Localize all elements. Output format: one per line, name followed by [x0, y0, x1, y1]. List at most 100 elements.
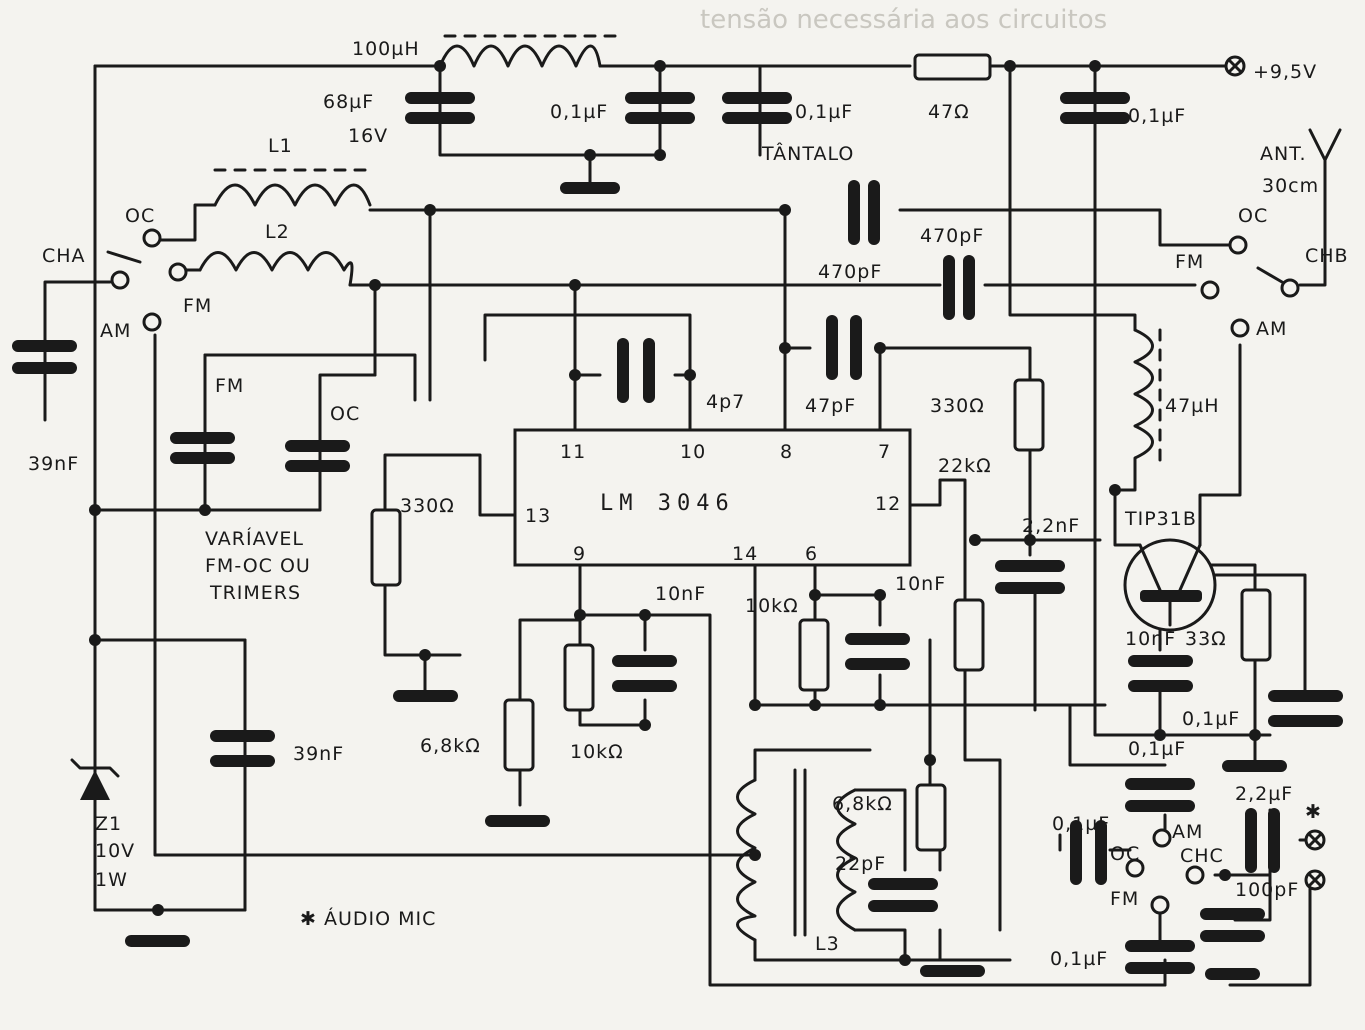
- label-33-ohm: 33Ω: [1185, 628, 1227, 650]
- label-cha-oc: OC: [125, 205, 155, 227]
- switch-chb-am[interactable]: [1230, 318, 1250, 338]
- label-ic-name: LM 3046: [600, 491, 735, 516]
- capacitor-2-2uf: [1245, 808, 1257, 873]
- label-z1: Z1: [95, 813, 122, 835]
- label-16v: 16V: [348, 125, 388, 147]
- resistor-6k8-b: [915, 783, 947, 852]
- label-variavel-1: VARÍAVEL: [205, 527, 304, 550]
- ic-pin-7: 7: [878, 441, 891, 463]
- resistor-330-ohm-a: [1013, 378, 1045, 452]
- label-10nf-a: 10nF: [655, 583, 706, 605]
- trimmer-oc: [285, 440, 350, 452]
- capacitor-470pf-a: [848, 180, 860, 245]
- capacitor-100pf: [1200, 908, 1265, 920]
- label-0-1uf-f: 0,1µF: [1052, 813, 1110, 835]
- label-68uf: 68µF: [323, 91, 374, 113]
- switch-cha-oc[interactable]: [142, 228, 162, 248]
- label-chb-oc: OC: [1238, 205, 1268, 227]
- label-470pf-b: 470pF: [920, 225, 984, 247]
- ground-symbol: [560, 182, 620, 194]
- label-chc-am: AM: [1172, 821, 1203, 843]
- switch-chc-fm[interactable]: [1150, 895, 1170, 915]
- label-trimmer-fm: FM: [215, 375, 244, 397]
- capacitor-22pf: [868, 878, 938, 890]
- bleed-text: tensão necessária aos circuitos: [700, 5, 1107, 35]
- switch-cha-fm[interactable]: [168, 262, 188, 282]
- switch-chc-oc[interactable]: [1125, 858, 1145, 878]
- capacitor-0-1uf-supply: [1060, 92, 1130, 104]
- label-l1: L1: [268, 135, 293, 157]
- label-chb-fm: FM: [1175, 251, 1204, 273]
- label-10nf-c: 10nF: [1125, 628, 1176, 650]
- zener-diode-z1: [70, 758, 120, 800]
- inductor-47uh: [1133, 328, 1154, 462]
- resistor-22k: [953, 598, 985, 672]
- inductor-l1: [213, 183, 372, 207]
- label-47-ohm: 47Ω: [928, 101, 970, 123]
- ic-pin-14: 14: [732, 543, 758, 565]
- capacitor-470pf-b: [943, 255, 955, 320]
- ic-pin-10: 10: [680, 441, 706, 463]
- label-47uh: 47µH: [1165, 395, 1220, 417]
- switch-chb-oc[interactable]: [1228, 235, 1248, 255]
- label-cha: CHA: [42, 245, 86, 267]
- trimmer-fm: [170, 432, 235, 444]
- label-l3: L3: [815, 933, 840, 955]
- ic-pin-8: 8: [780, 441, 793, 463]
- inductor-l3-secondary: [836, 788, 857, 932]
- label-z1-power: 1W: [95, 869, 128, 891]
- label-ant-length: 30cm: [1262, 175, 1319, 197]
- label-l2: L2: [265, 221, 290, 243]
- capacitor-4p7: [617, 338, 629, 403]
- switch-terminals: [106, 55, 1326, 915]
- capacitor-10nf-c: [1128, 655, 1193, 667]
- resistor-330-ohm-b: [370, 508, 402, 587]
- capacitor-0-1uf-d: [1268, 690, 1343, 702]
- switch-cha-am[interactable]: [142, 312, 162, 332]
- capacitor-2-2nf: [995, 560, 1065, 572]
- labels: 100µH 68µF 16V 0,1µF 0,1µF TÂNTALO 47Ω 0…: [28, 38, 1349, 970]
- label-2-2nf: 2,2nF: [1022, 515, 1080, 537]
- transistor-tip31b: [1123, 538, 1217, 632]
- label-tantalo: TÂNTALO: [761, 142, 854, 165]
- label-ant: ANT.: [1260, 143, 1307, 165]
- capacitor-39nf-b: [210, 730, 275, 742]
- capacitor-10nf-a: [612, 655, 677, 667]
- label-6k8-b: 6,8kΩ: [832, 793, 893, 815]
- switch-chb-fm[interactable]: [1200, 280, 1220, 300]
- label-0-1uf-d: 0,1µF: [1182, 708, 1240, 730]
- switch-chc-am[interactable]: [1152, 828, 1172, 848]
- capacitor-47pf: [826, 315, 838, 380]
- capacitor-68uf: [405, 92, 475, 104]
- ic-pin-13: 13: [525, 505, 551, 527]
- ic-pin-11: 11: [560, 441, 586, 463]
- label-supply: +9,5V: [1253, 61, 1317, 83]
- label-22k: 22kΩ: [938, 455, 992, 477]
- label-10k-b: 10kΩ: [745, 595, 799, 617]
- capacitor-0-1uf-tantalo: [722, 92, 792, 104]
- capacitor-0-1uf-a: [625, 92, 695, 104]
- switch-chc-common[interactable]: [1185, 865, 1205, 885]
- label-cha-fm: FM: [183, 295, 212, 317]
- switch-chb-common[interactable]: [1280, 278, 1300, 298]
- inductor-l3-primary: [736, 778, 757, 942]
- label-audio-star: ✱: [1305, 801, 1322, 823]
- inductor-100uh: [438, 44, 602, 68]
- label-chc-oc: OC: [1110, 843, 1140, 865]
- label-z1-voltage: 10V: [95, 840, 135, 862]
- label-chb: CHB: [1305, 245, 1349, 267]
- label-variavel-3: TRIMERS: [209, 582, 301, 604]
- label-tip31b: TIP31B: [1124, 508, 1197, 530]
- switch-cha-common[interactable]: [110, 270, 130, 290]
- label-variavel-2: FM-OC OU: [205, 555, 311, 577]
- capacitors: [12, 92, 1343, 980]
- label-0-1uf-a: 0,1µF: [550, 101, 608, 123]
- label-2-2uf: 2,2µF: [1235, 783, 1293, 805]
- label-chc: CHC: [1180, 845, 1224, 867]
- resistors: [370, 53, 1272, 852]
- label-cha-am: AM: [100, 320, 131, 342]
- resistor-33-ohm: [1240, 588, 1272, 662]
- label-0-1uf-b: 0,1µF: [795, 101, 853, 123]
- junction-dots: [89, 60, 1261, 966]
